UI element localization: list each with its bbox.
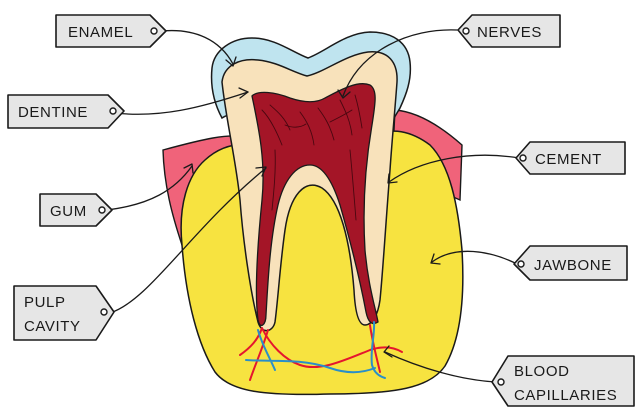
label-enamel: ENAMEL <box>56 15 166 47</box>
label-dentine-text: DENTINE <box>18 104 88 121</box>
label-pulp-cavity-line1: PULP <box>24 294 66 311</box>
label-cement: CEMENT <box>516 142 625 174</box>
label-blood-capillaries-line1: BLOOD <box>514 363 570 380</box>
label-gum: GUM <box>40 194 112 226</box>
label-jawbone: JAWBONE <box>514 246 627 280</box>
label-cement-text: CEMENT <box>535 151 602 168</box>
label-gum-text: GUM <box>50 203 87 220</box>
label-nerves-text: NERVES <box>477 24 542 41</box>
label-pulp-cavity: PULP CAVITY <box>14 286 114 340</box>
label-blood-capillaries-line2: CAPILLARIES <box>514 387 617 404</box>
label-enamel-text: ENAMEL <box>68 24 133 41</box>
label-dentine: DENTINE <box>8 95 124 128</box>
label-blood-capillaries: BLOOD CAPILLARIES <box>492 356 634 406</box>
label-jawbone-text: JAWBONE <box>534 257 612 274</box>
label-pulp-cavity-line2: CAVITY <box>24 318 81 335</box>
label-nerves: NERVES <box>458 15 560 47</box>
